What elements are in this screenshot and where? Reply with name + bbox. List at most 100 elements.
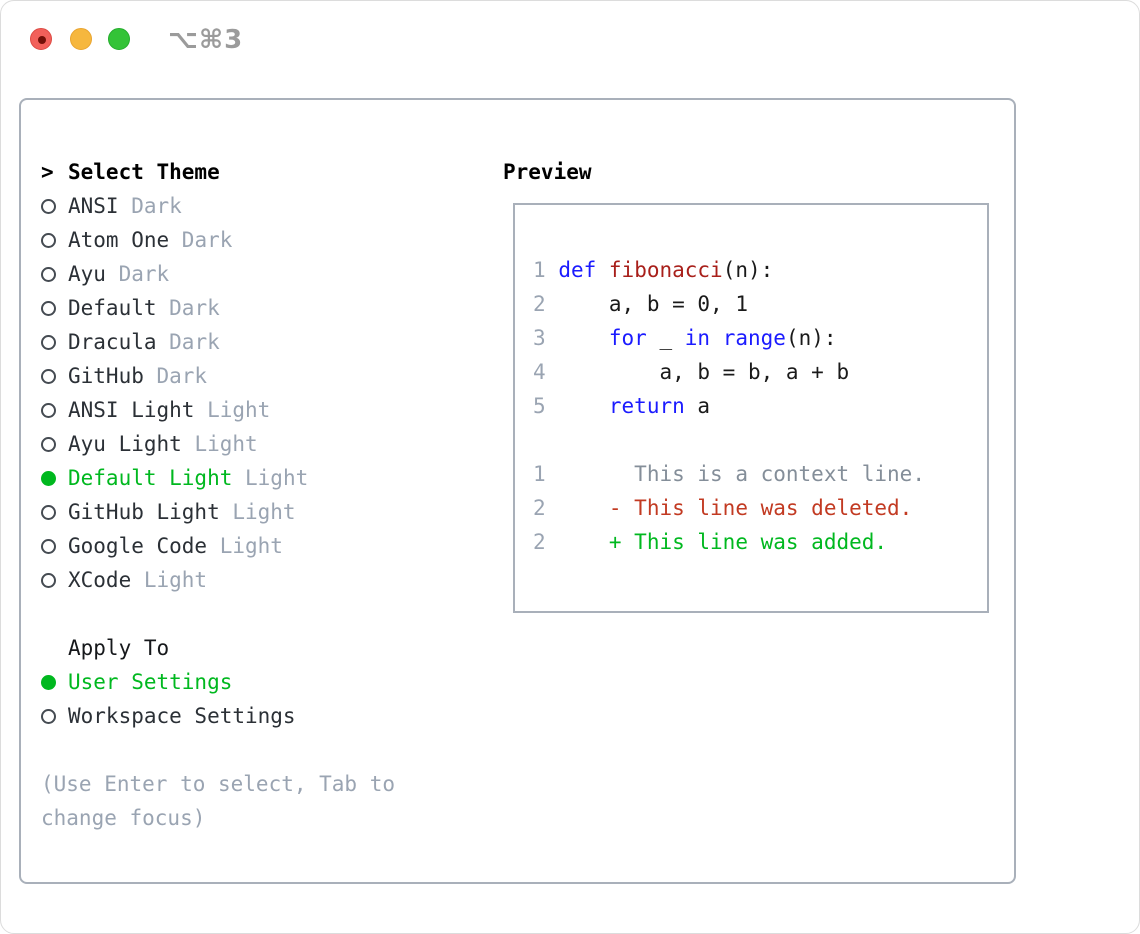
minimize-button[interactable] — [70, 28, 92, 50]
theme-name: Ayu Light — [68, 432, 182, 456]
code-token: a — [684, 394, 711, 418]
theme-variant: Dark — [169, 228, 233, 252]
theme-name: Default — [68, 296, 157, 320]
theme-option-atom-one[interactable]: Atom One Dark — [41, 223, 441, 257]
apply-to-header: Apply To — [41, 631, 441, 665]
theme-option-github[interactable]: GitHub Dark — [41, 359, 441, 393]
apply-option-label: User Settings — [68, 670, 233, 694]
radio-icon — [41, 538, 56, 554]
code-token: a, b = b, a + b — [558, 360, 850, 384]
line-number: 1 — [533, 258, 546, 282]
theme-variant: Dark — [156, 296, 220, 320]
window-title: ⌥⌘3 — [168, 25, 244, 55]
code-token: in — [684, 326, 711, 350]
theme-option-github-light[interactable]: GitHub Light Light — [41, 495, 441, 529]
line-number: 2 — [533, 530, 546, 554]
close-button[interactable] — [30, 28, 52, 50]
apply-option-workspace-settings[interactable]: Workspace Settings — [41, 699, 441, 733]
unsaved-dot-icon — [38, 36, 46, 44]
theme-name: Atom One — [68, 228, 170, 252]
code-token: fibonacci — [608, 258, 723, 282]
code-line: 1 def fibonacci(n): — [533, 253, 987, 287]
theme-name: Dracula — [68, 330, 157, 354]
theme-name: XCode — [68, 568, 132, 592]
diff-line: 1 This is a context line. — [533, 457, 987, 491]
radio-icon — [41, 572, 56, 588]
theme-variant: Dark — [143, 364, 208, 388]
theme-option-ansi[interactable]: ANSI Dark — [41, 189, 441, 223]
hint-text: (Use Enter to select, Tab to change focu… — [41, 772, 396, 830]
line-number: 2 — [533, 292, 546, 316]
select-theme-header: > Select Theme — [41, 155, 441, 189]
code-token — [596, 258, 609, 282]
radio-icon — [41, 300, 56, 316]
diff-preview: 1 This is a context line.2 - This line w… — [533, 457, 987, 559]
theme-option-default-light[interactable]: Default Light Light — [41, 461, 441, 495]
radio-selected-icon — [41, 470, 56, 486]
theme-variant: Dark — [105, 262, 170, 286]
radio-icon — [41, 708, 56, 724]
code-token: _ — [646, 326, 685, 350]
zoom-button[interactable] — [108, 28, 130, 50]
theme-option-ayu-light[interactable]: Ayu Light Light — [41, 427, 441, 461]
theme-option-xcode[interactable]: XCode Light — [41, 563, 441, 597]
preview-column: Preview — [503, 155, 592, 189]
code-token: return — [608, 394, 685, 418]
theme-option-default[interactable]: Default Dark — [41, 291, 441, 325]
radio-icon — [41, 402, 56, 418]
select-theme-title: Select Theme — [68, 160, 220, 184]
apply-option-label: Workspace Settings — [68, 704, 296, 728]
radio-icon — [41, 368, 56, 384]
theme-option-ansi-light[interactable]: ANSI Light Light — [41, 393, 441, 427]
theme-variant: Light — [131, 568, 208, 592]
theme-variant: Light — [181, 432, 258, 456]
radio-icon — [41, 266, 56, 282]
radio-selected-icon — [41, 674, 56, 690]
theme-name: GitHub — [68, 364, 144, 388]
code-line: 2 a, b = 0, 1 — [533, 287, 987, 321]
line-number: 2 — [533, 496, 546, 520]
apply-to-title: Apply To — [68, 636, 170, 660]
theme-variant: Dark — [156, 330, 220, 354]
theme-name: ANSI — [68, 194, 119, 218]
theme-name: Google Code — [68, 534, 208, 558]
code-token: a, b = 0, 1 — [558, 292, 748, 316]
code-line: 4 a, b = b, a + b — [533, 355, 987, 389]
code-token: range — [722, 326, 786, 350]
theme-name: ANSI Light — [68, 398, 195, 422]
code-token: for — [608, 326, 647, 350]
code-token: (n): — [722, 258, 774, 282]
spacer — [41, 597, 441, 631]
radio-icon — [41, 504, 56, 520]
theme-variant: Light — [207, 534, 283, 558]
code-line: 5 return a — [533, 389, 987, 423]
line-number: 3 — [533, 326, 546, 350]
theme-variant: Light — [232, 466, 309, 490]
spacer — [41, 733, 441, 767]
theme-variant: Light — [194, 398, 271, 422]
code-token: (n): — [785, 326, 837, 350]
code-token: def — [558, 258, 597, 282]
theme-option-dracula[interactable]: Dracula Dark — [41, 325, 441, 359]
line-number: 4 — [533, 360, 546, 384]
line-number: 1 — [533, 462, 546, 486]
code-token — [558, 394, 609, 418]
theme-option-ayu[interactable]: Ayu Dark — [41, 257, 441, 291]
diff-line: 2 + This line was added. — [533, 525, 987, 559]
diff-line: 2 - This line was deleted. — [533, 491, 987, 525]
focus-caret-icon: > — [41, 160, 54, 184]
theme-option-google-code[interactable]: Google Code Light — [41, 529, 441, 563]
theme-variant: Light — [219, 500, 296, 524]
theme-name: GitHub Light — [68, 500, 220, 524]
apply-option-user-settings[interactable]: User Settings — [41, 665, 441, 699]
radio-icon — [41, 334, 56, 350]
theme-name: Default Light — [68, 466, 233, 490]
radio-icon — [41, 436, 56, 452]
